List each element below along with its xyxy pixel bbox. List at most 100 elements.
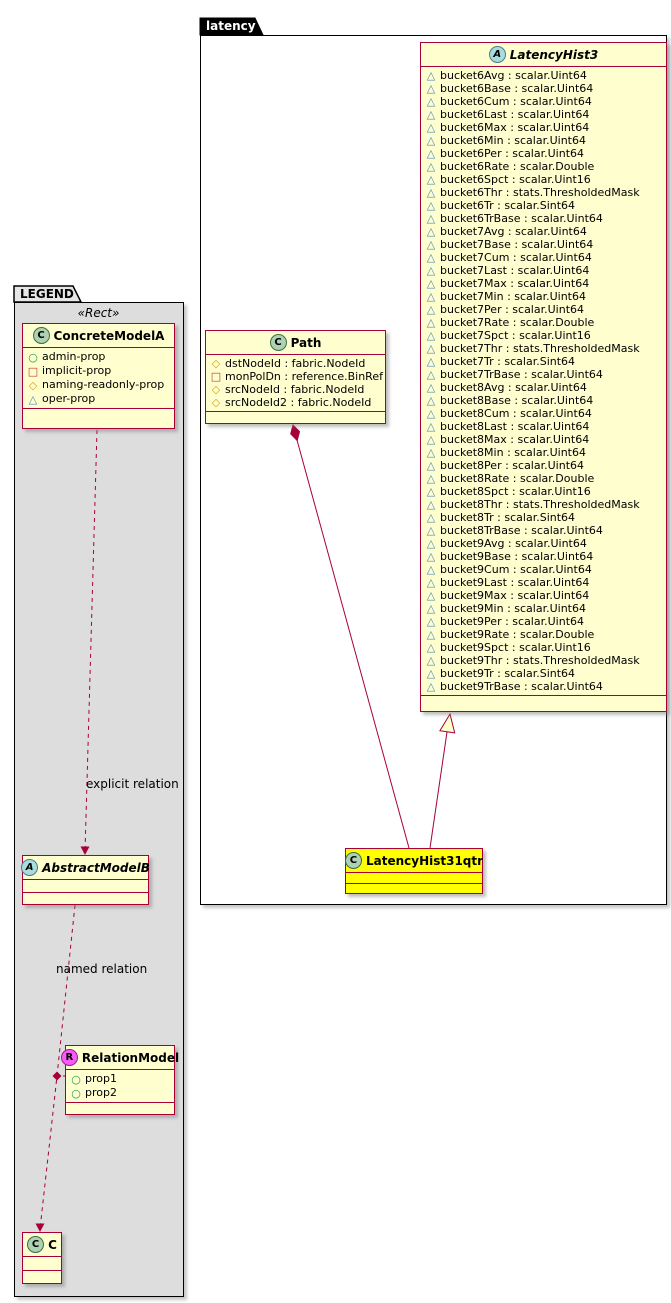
attribute-text: bucket8Last : scalar.Uint64 <box>440 420 590 433</box>
oper-prop-icon: △ <box>426 316 436 329</box>
oper-prop-icon: △ <box>426 628 436 641</box>
attribute-text: bucket6Max : scalar.Uint64 <box>440 121 590 134</box>
attribute-row: △ bucket6Spct : scalar.Uint16 <box>425 173 662 186</box>
oper-prop-icon: △ <box>426 680 436 693</box>
attribute-text: bucket9Tr : scalar.Sint64 <box>440 667 576 680</box>
attribute-row: △ bucket6Last : scalar.Uint64 <box>425 108 662 121</box>
attribute-row: △ bucket7Avg : scalar.Uint64 <box>425 225 662 238</box>
attribute-row: ○ admin-prop <box>27 350 170 364</box>
attribute-text: bucket7Thr : stats.ThresholdedMask <box>440 342 640 355</box>
attribute-row: △ bucket7Rate : scalar.Double <box>425 316 662 329</box>
methods-compartment <box>23 893 148 905</box>
attribute-text: bucket8Per : scalar.Uint64 <box>440 459 585 472</box>
oper-prop-icon: △ <box>426 173 436 186</box>
attribute-text: bucket6Per : scalar.Uint64 <box>440 147 585 160</box>
attribute-text: bucket9Last : scalar.Uint64 <box>440 576 590 589</box>
attribute-row: △ bucket8Base : scalar.Uint64 <box>425 394 662 407</box>
attribute-row: △ bucket9Min : scalar.Uint64 <box>425 602 662 615</box>
attribute-row: △ bucket6Rate : scalar.Double <box>425 160 662 173</box>
attribute-text: bucket9Spct : scalar.Uint16 <box>440 641 591 654</box>
attribute-text: bucket7Min : scalar.Uint64 <box>440 290 586 303</box>
attribute-text: bucket9Max : scalar.Uint64 <box>440 589 590 602</box>
attribute-row: △ bucket7Cum : scalar.Uint64 <box>425 251 662 264</box>
attribute-text: bucket9Base : scalar.Uint64 <box>440 550 594 563</box>
attribute-row: △ bucket7Thr : stats.ThresholdedMask <box>425 342 662 355</box>
class-abstractmodelb: A AbstractModelB <box>21 855 150 905</box>
naming-prop-icon: ◇ <box>28 378 38 392</box>
abstract-badge-icon: A <box>21 859 39 876</box>
attribute-row: △ bucket7Spct : scalar.Uint16 <box>425 329 662 342</box>
attribute-text: srcNodeId : fabric.NodeId <box>225 383 365 396</box>
attribute-text: bucket7Cum : scalar.Uint64 <box>440 251 592 264</box>
attribute-text: prop2 <box>85 1086 117 1099</box>
oper-prop-icon: △ <box>426 82 436 95</box>
attribute-text: bucket8Avg : scalar.Uint64 <box>440 381 587 394</box>
attribute-text: bucket9Avg : scalar.Uint64 <box>440 537 587 550</box>
class-path: C Path ◇ dstNodeId : fabric.NodeId □ mon… <box>205 330 386 424</box>
attribute-row: △ bucket9Rate : scalar.Double <box>425 628 662 641</box>
attribute-text: bucket7Avg : scalar.Uint64 <box>440 225 587 238</box>
attribute-row: △ bucket6Thr : stats.ThresholdedMask <box>425 186 662 199</box>
class-badge-icon: C <box>32 327 50 344</box>
attribute-text: bucket7Base : scalar.Uint64 <box>440 238 594 251</box>
attribute-text: bucket9Thr : stats.ThresholdedMask <box>440 654 640 667</box>
attribute-text: bucket6Cum : scalar.Uint64 <box>440 95 592 108</box>
stereotype-label: «Rect» <box>77 306 120 320</box>
attribute-text: bucket8TrBase : scalar.Uint64 <box>440 524 603 537</box>
oper-prop-icon: △ <box>426 251 436 264</box>
attribute-text: bucket6Thr : stats.ThresholdedMask <box>440 186 640 199</box>
attribute-text: bucket8Base : scalar.Uint64 <box>440 394 594 407</box>
oper-prop-icon: △ <box>426 407 436 420</box>
attribute-text: bucket9Per : scalar.Uint64 <box>440 615 585 628</box>
attribute-row: ◇ srcNodeId2 : fabric.NodeId <box>210 396 381 409</box>
attribute-row: △ bucket6Avg : scalar.Uint64 <box>425 69 662 82</box>
attributes-compartment: ◇ dstNodeId : fabric.NodeId □ monPolDn :… <box>206 355 385 412</box>
attribute-row: □ monPolDn : reference.BinRef <box>210 370 383 383</box>
class-title-c: C C <box>23 1233 61 1257</box>
attribute-row: △ bucket6Tr : scalar.Sint64 <box>425 199 662 212</box>
attribute-row: △ bucket6Per : scalar.Uint64 <box>425 147 662 160</box>
attribute-text: bucket8Max : scalar.Uint64 <box>440 433 590 446</box>
attribute-text: dstNodeId : fabric.NodeId <box>225 357 366 370</box>
oper-prop-icon: △ <box>426 69 436 82</box>
attribute-row: △ oper-prop <box>27 392 170 406</box>
attribute-row: △ bucket9Thr : stats.ThresholdedMask <box>425 654 662 667</box>
oper-prop-icon: △ <box>426 160 436 173</box>
attribute-text: bucket8Rate : scalar.Double <box>440 472 595 485</box>
attribute-row: △ bucket9Per : scalar.Uint64 <box>425 615 662 628</box>
attribute-text: implicit-prop <box>42 364 112 377</box>
oper-prop-icon: △ <box>426 394 436 407</box>
attribute-row: △ bucket8TrBase : scalar.Uint64 <box>425 524 662 537</box>
attribute-row: △ bucket8Spct : scalar.Uint16 <box>425 485 662 498</box>
class-c: C C <box>22 1232 62 1284</box>
attribute-text: bucket8Min : scalar.Uint64 <box>440 446 586 459</box>
attribute-text: bucket7TrBase : scalar.Uint64 <box>440 368 603 381</box>
oper-prop-icon: △ <box>426 225 436 238</box>
attribute-text: bucket6Tr : scalar.Sint64 <box>440 199 576 212</box>
attribute-row: △ bucket6Min : scalar.Uint64 <box>425 134 662 147</box>
oper-prop-icon: △ <box>426 290 436 303</box>
attribute-text: bucket6Min : scalar.Uint64 <box>440 134 586 147</box>
attribute-text: bucket6Base : scalar.Uint64 <box>440 82 594 95</box>
oper-prop-icon: △ <box>426 381 436 394</box>
oper-prop-icon: △ <box>426 264 436 277</box>
legend-package-label: LEGEND <box>20 287 74 301</box>
attribute-row: □ implicit-prop <box>27 364 170 378</box>
attribute-row: △ bucket8Last : scalar.Uint64 <box>425 420 662 433</box>
oper-prop-icon: △ <box>426 303 436 316</box>
oper-prop-icon: △ <box>426 511 436 524</box>
attribute-text: bucket9TrBase : scalar.Uint64 <box>440 680 603 693</box>
oper-prop-icon: △ <box>426 641 436 654</box>
class-name: AbstractModelB <box>42 860 150 875</box>
attributes-compartment <box>23 880 148 893</box>
class-latencyhist31qtr: C LatencyHist31qtr <box>344 848 484 894</box>
attribute-text: srcNodeId2 : fabric.NodeId <box>225 396 372 409</box>
naming-prop-icon: ◇ <box>211 383 221 396</box>
admin-prop-icon: ○ <box>71 1072 81 1086</box>
attribute-text: bucket6Last : scalar.Uint64 <box>440 108 590 121</box>
class-concretemodela: C ConcreteModelA ○ admin-prop □ implicit… <box>22 323 175 429</box>
class-name: LatencyHist31qtr <box>365 853 484 868</box>
attribute-row: △ bucket9Cum : scalar.Uint64 <box>425 563 662 576</box>
attribute-text: bucket6Spct : scalar.Uint16 <box>440 173 591 186</box>
class-name: RelationModel <box>81 1050 180 1065</box>
